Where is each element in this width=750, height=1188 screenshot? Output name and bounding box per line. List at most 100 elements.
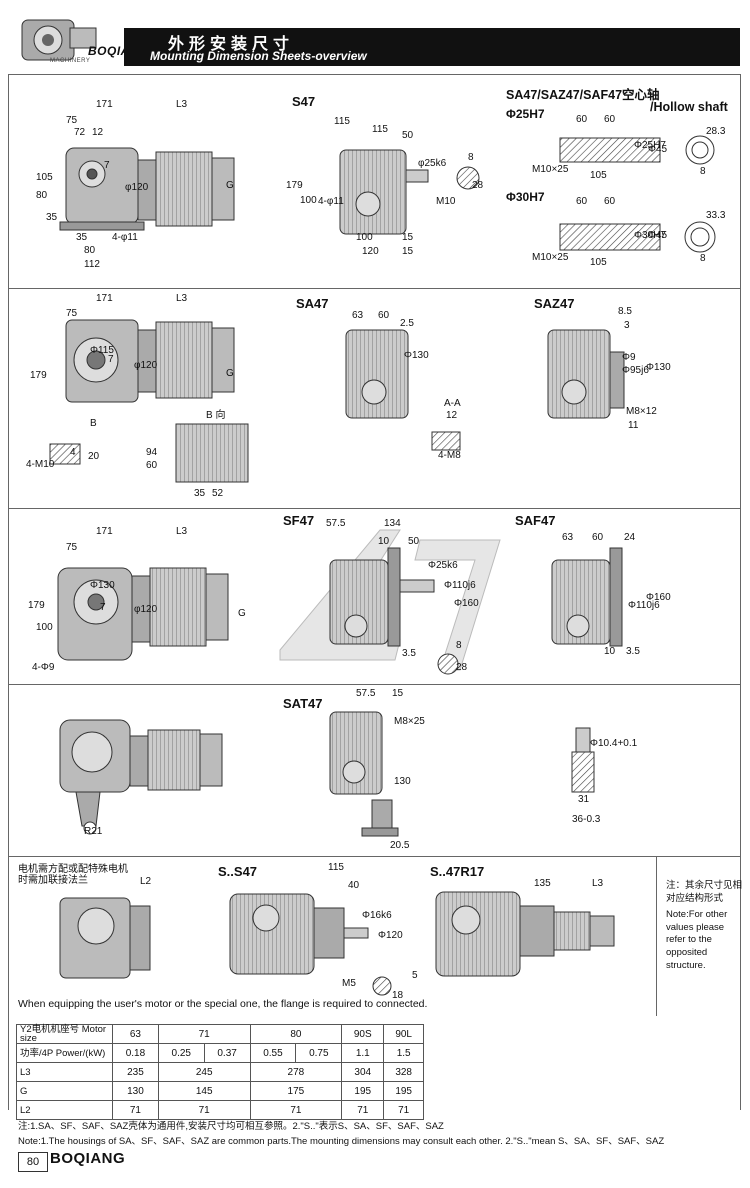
- table-row: L2 71 71 71 71 71: [16, 1100, 424, 1120]
- dimension-label: A-A: [444, 398, 461, 409]
- dimension-label: 5: [412, 970, 418, 981]
- dimension-label: Φ130: [404, 350, 429, 361]
- dimension-label: 179: [28, 600, 45, 611]
- motor-spec-table: Y2电机机座号 Motor size 63 71 80 90S 90L 功率/4…: [16, 1024, 424, 1120]
- dimension-label: Φ130: [646, 362, 671, 373]
- hollow-shaft-d25: Φ25H7: [506, 107, 545, 121]
- dimension-label: 130: [394, 776, 411, 787]
- dimension-label: 4: [70, 447, 76, 458]
- table-cell: 1.5: [383, 1043, 424, 1063]
- dimension-label: 10: [604, 646, 616, 657]
- sa47-side-view: [345, 329, 461, 451]
- dimension-label: Φ25k6: [428, 560, 458, 571]
- dimension-label: 20: [88, 451, 100, 462]
- dimension-label: M8×12: [626, 406, 657, 417]
- dimension-label: M5: [342, 978, 356, 989]
- table-row: Y2电机机座号 Motor size 63 71 80 90S 90L: [16, 1024, 424, 1044]
- sa47-title: SA47: [296, 296, 329, 311]
- dimension-label: 4-φ11: [318, 196, 344, 207]
- dimension-label: 100: [36, 622, 53, 633]
- dimension-label: Φ16k6: [362, 910, 392, 921]
- dimension-label: Φ160: [454, 598, 479, 609]
- dimension-label: 120: [362, 246, 379, 257]
- side-note-en: Note:For other values please refer to th…: [666, 909, 728, 971]
- s47-side-view: [339, 149, 480, 235]
- dimension-label: 57.5: [356, 688, 376, 699]
- dimension-label: 171: [96, 526, 113, 537]
- table-cell: 245: [157, 1062, 251, 1082]
- s47r17-title: S..47R17: [430, 864, 485, 879]
- frame-top: [8, 74, 740, 75]
- equip-note: When equipping the user's motor or the s…: [18, 998, 428, 1010]
- dimension-label: 24: [624, 532, 636, 543]
- hollow-shaft-title: SA47/SAZ47/SAF47空心轴: [506, 88, 660, 102]
- table-cell: 278: [249, 1062, 343, 1082]
- dimension-label: 60: [378, 310, 390, 321]
- table-cell: 328: [383, 1062, 424, 1082]
- dimension-label: 28: [456, 662, 468, 673]
- dimension-label: 100: [356, 232, 373, 243]
- dimension-label: L3: [176, 526, 188, 537]
- dimension-label: 4-M10: [26, 459, 55, 470]
- table-cell: 195: [341, 1081, 385, 1101]
- side-note-cn: 注：其余尺寸见相对应结构形式: [666, 880, 743, 904]
- dimension-label: 4-M8: [438, 450, 461, 461]
- dimension-label: 10: [378, 536, 390, 547]
- table-cell: 235: [112, 1062, 159, 1082]
- dimension-label: 60: [592, 532, 604, 543]
- dimension-label: B: [90, 418, 97, 429]
- table-cell: 71: [249, 1100, 343, 1120]
- flange-cn-note: 电机需方配或配特殊电机时需加联接法兰: [18, 864, 128, 886]
- side-note: 注：其余尺寸见相对应结构形式 Note:For other values ple…: [666, 880, 746, 972]
- s47-front-view: [59, 147, 235, 231]
- frame-left: [8, 74, 9, 1110]
- table-cell: 71: [112, 1100, 159, 1120]
- dimension-label: 28: [472, 180, 484, 191]
- dimension-label: 8: [468, 152, 474, 163]
- dimension-label: 63: [562, 532, 574, 543]
- dimension-label: 31: [578, 794, 590, 805]
- dimension-label: 35: [194, 488, 206, 499]
- page-title-en: Mounting Dimension Sheets-overview: [150, 49, 367, 63]
- dimension-label: Φ120: [378, 930, 403, 941]
- hollow-shaft-title-en: /Hollow shaft: [650, 100, 728, 114]
- s47-title: S47: [292, 94, 316, 109]
- table-cell: 304: [341, 1062, 385, 1082]
- dimension-label: 115: [372, 124, 388, 135]
- note-divider: [656, 856, 657, 1016]
- dimension-label: 52: [212, 488, 224, 499]
- dimension-label: L3: [176, 99, 188, 110]
- table-cell: 90L: [383, 1024, 424, 1044]
- dimension-label: 2.5: [400, 318, 414, 329]
- dimension-label: 28.3: [706, 126, 726, 137]
- dimension-label: 15: [402, 232, 414, 243]
- dimension-label: 115: [328, 862, 344, 873]
- dimension-label: 57.5: [326, 518, 346, 529]
- table-cell: 71: [341, 1100, 385, 1120]
- dimension-label: G: [226, 368, 234, 379]
- dimension-label: 12: [446, 410, 458, 421]
- dimension-label: Φ95j6: [622, 365, 649, 376]
- dimension-label: 72: [74, 127, 86, 138]
- dimension-label: 80: [36, 190, 48, 201]
- table-cell: 145: [157, 1081, 251, 1101]
- sat47-front-view: [59, 719, 223, 835]
- dimension-label: 8.5: [618, 306, 632, 317]
- footnote-cn: 注:1.SA、SF、SAF、SAZ壳体为通用件,安装尺寸均可相互参照。2."S.…: [18, 1121, 444, 1132]
- dimension-label: 3.5: [626, 646, 640, 657]
- table-row-label: G: [16, 1081, 113, 1101]
- s47r17-view: [435, 891, 615, 977]
- saf47-side-view: [551, 547, 623, 647]
- dimension-label: 80: [84, 245, 96, 256]
- saz47-title: SAZ47: [534, 296, 575, 311]
- dimension-label: G: [238, 608, 246, 619]
- saf47-title: SAF47: [515, 513, 556, 528]
- table-cell: 80: [249, 1024, 343, 1044]
- dimension-label: Φ45: [648, 144, 668, 155]
- table-cell: 130: [112, 1081, 159, 1101]
- table-row-label: L2: [16, 1100, 113, 1120]
- footnote-en: Note:1.The housings of SA、SF、SAF、SAZ are…: [18, 1136, 665, 1147]
- dimension-label: Φ10.4+0.1: [590, 738, 638, 749]
- table-row: L3 235 245 278 304 328: [16, 1062, 424, 1082]
